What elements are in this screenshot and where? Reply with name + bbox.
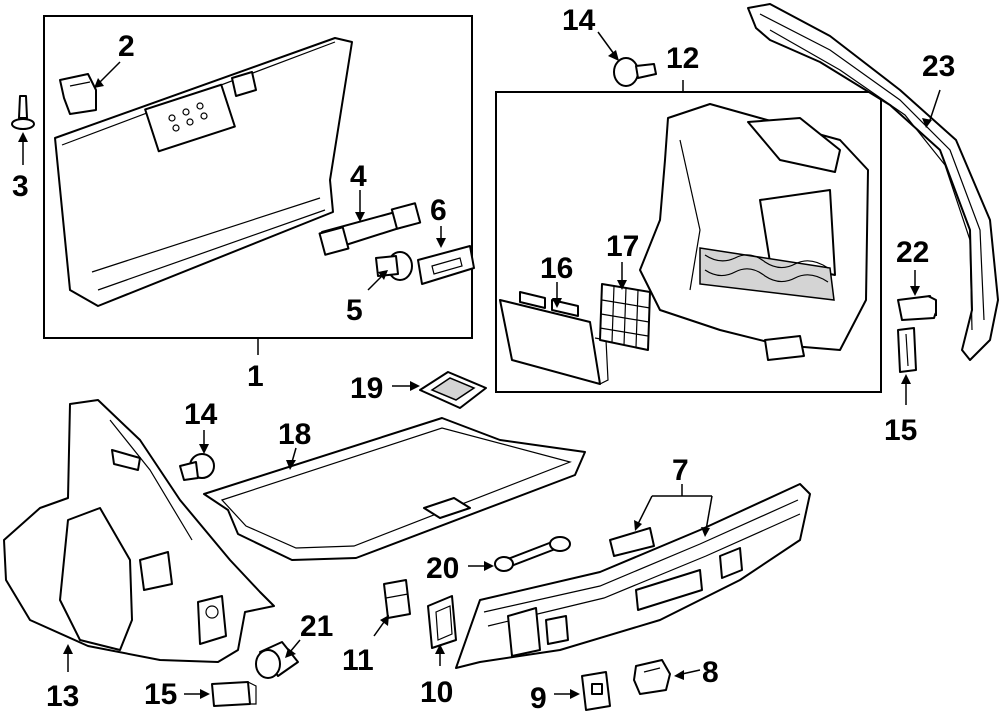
callout-5: 5 (346, 294, 363, 327)
callout-4: 4 (350, 160, 367, 193)
callout-22: 22 (896, 236, 929, 269)
clip-22 (897, 295, 937, 321)
floor-panel-18 (203, 417, 586, 561)
left-quarter-trim-13 (3, 399, 275, 663)
assembly-box-12 (495, 91, 882, 393)
callout-13: 13 (46, 680, 79, 713)
callout-3: 3 (12, 170, 29, 203)
callout-15-right: 15 (884, 414, 917, 447)
callout-6: 6 (430, 194, 447, 227)
fastener-14-top (613, 57, 657, 87)
plate-6 (417, 245, 475, 285)
retainer-15-right (897, 327, 917, 373)
callout-7: 7 (672, 454, 689, 487)
callout-14-top: 14 (562, 4, 596, 37)
fastener-14-mid (179, 453, 215, 481)
tool-20 (494, 536, 571, 572)
callout-19: 19 (350, 372, 383, 405)
grommet-10 (427, 595, 457, 649)
clip-9 (581, 671, 611, 711)
callout-20: 20 (426, 552, 459, 585)
callout-15-bottom: 15 (144, 678, 177, 711)
callout-10: 10 (420, 676, 453, 709)
bolt-5 (375, 251, 413, 281)
callout-23: 23 (922, 50, 955, 83)
clip-8 (633, 659, 671, 695)
sill-plate-7 (455, 483, 811, 669)
callout-12: 12 (666, 42, 699, 75)
callout-8: 8 (702, 656, 719, 689)
callout-16: 16 (540, 252, 573, 285)
quarter-trim-panel (639, 103, 869, 361)
callout-21: 21 (300, 610, 333, 643)
strap-4 (318, 202, 422, 256)
callout-11: 11 (342, 644, 374, 677)
block-15-bottom (211, 681, 257, 707)
clip-11 (383, 579, 411, 619)
callout-2: 2 (118, 30, 135, 63)
trunk-front-trim-panel (54, 37, 353, 307)
panel-16 (499, 291, 609, 385)
callout-17: 17 (606, 230, 639, 263)
callout-1: 1 (247, 360, 264, 393)
cylinder-21 (255, 641, 299, 679)
bracket-19 (419, 371, 487, 409)
callout-18: 18 (278, 418, 311, 451)
callout-9: 9 (530, 682, 547, 715)
push-pin-3 (11, 95, 35, 130)
clip-2 (59, 73, 97, 115)
grille-17 (599, 283, 651, 351)
callout-14-mid: 14 (184, 398, 218, 431)
